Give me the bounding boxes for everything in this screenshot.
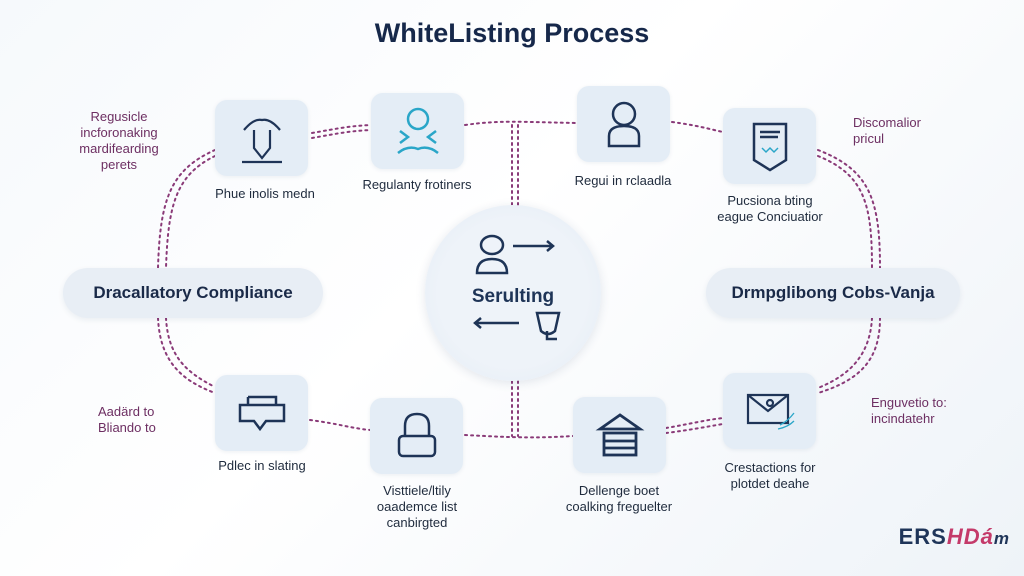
card-label: Regulanty frotiners	[362, 177, 472, 192]
user-icon	[607, 101, 640, 148]
card-document[interactable]	[723, 108, 816, 184]
lock-icon	[397, 412, 436, 458]
note-line: Regusicle	[90, 109, 148, 124]
brand-logo: ERSHDám	[899, 524, 1010, 550]
label-line: oaademce list	[376, 499, 458, 514]
note-line: incindatehr	[871, 411, 935, 426]
note-line: Discomalior	[853, 115, 921, 130]
card-label: Regui in rclaadla	[574, 173, 672, 188]
network-icon	[396, 107, 439, 154]
card-figure[interactable]	[215, 100, 308, 176]
logo-part: HDá	[946, 524, 994, 549]
side-note-bottom-right: Enguvetio to: incindatehr	[871, 395, 947, 427]
document-shield-icon	[752, 122, 787, 172]
card-user[interactable]	[577, 86, 670, 162]
side-note-top-left: Regusicle incforonaking mardifearding pe…	[60, 109, 178, 173]
label-line: Pucsiona bting	[727, 193, 813, 208]
label-line: eague Conciuatior	[717, 209, 823, 224]
note-line: Bliando to	[98, 420, 156, 435]
label-line: Crestactions for	[724, 460, 816, 475]
envelope-icon	[746, 393, 795, 430]
label-line: Visttiele/ltily	[383, 483, 451, 498]
chat-bubble-icon	[238, 395, 285, 432]
side-note-top-right: Discomalior pricul	[853, 115, 921, 147]
pill-right[interactable]: Drmpglibong Cobs-Vanja	[706, 268, 960, 318]
page-title: WhiteListing Process	[374, 18, 650, 48]
label-line: plotdet deahe	[730, 476, 810, 491]
card-lock[interactable]	[370, 398, 463, 474]
note-line: mardifearding	[79, 141, 159, 156]
note-line: Enguvetio to:	[871, 395, 947, 410]
note-line: incforonaking	[80, 125, 158, 140]
side-note-bottom-left: Aadärd to Bliando to	[98, 404, 156, 436]
note-line: perets	[100, 157, 138, 172]
hub-label: Serulting	[471, 286, 555, 307]
figure-icon	[241, 118, 282, 164]
label-line: coalking freguelter	[565, 499, 673, 514]
building-icon	[595, 413, 644, 457]
card-chat[interactable]	[215, 375, 308, 451]
hub-circle[interactable]	[425, 205, 601, 381]
card-network[interactable]	[371, 93, 464, 169]
label-line: Dellenge boet	[578, 483, 660, 498]
card-label: Phue inolis medn	[215, 186, 315, 201]
logo-part: ERS	[898, 524, 947, 549]
label-line: canbirgted	[386, 515, 448, 530]
note-line: Aadärd to	[98, 404, 155, 419]
card-label: Pdlec in slating	[218, 458, 306, 473]
logo-part: m	[993, 529, 1010, 548]
card-building[interactable]	[573, 397, 666, 473]
note-line: pricul	[853, 131, 885, 146]
hub-exchange-icon	[473, 234, 561, 341]
pill-left[interactable]: Dracallatory Compliance	[63, 268, 323, 318]
card-envelope[interactable]	[723, 373, 816, 449]
